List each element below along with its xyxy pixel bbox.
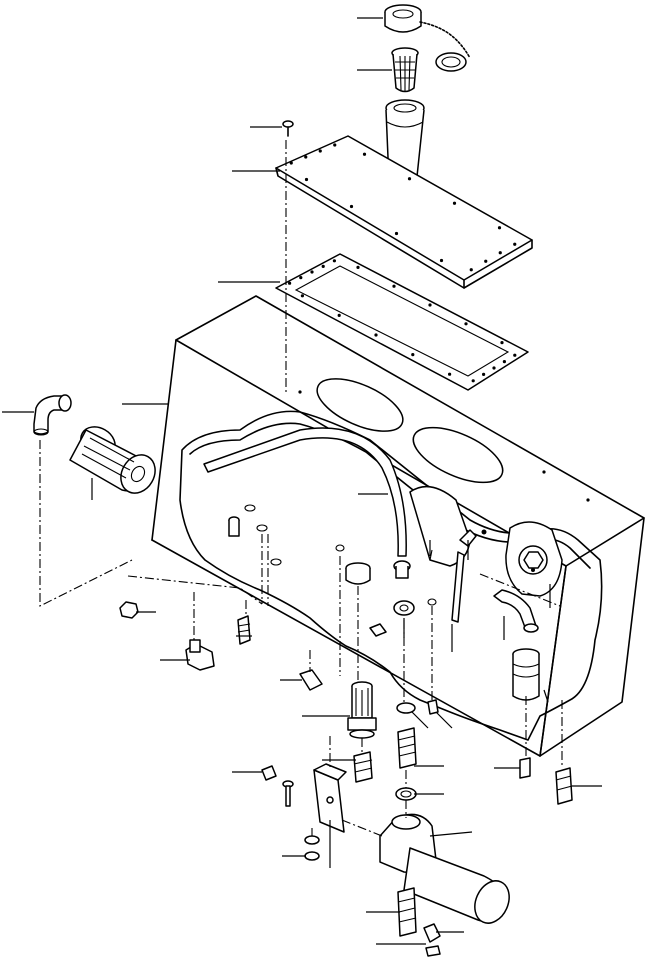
bottom-fitting — [397, 887, 441, 957]
seal-ring-a — [393, 600, 415, 616]
bolt-hole — [469, 268, 473, 272]
bolt-hole — [513, 353, 517, 357]
filler-cap — [384, 4, 471, 72]
bolt-hole — [356, 265, 360, 269]
fitting-right-b — [555, 767, 573, 805]
strainer — [391, 47, 419, 93]
return-filter-element — [69, 426, 156, 494]
bolt-hole — [321, 264, 325, 268]
cover-plate-holes — [289, 143, 517, 272]
bolt-hole — [310, 270, 314, 274]
bolt-hole — [492, 366, 496, 370]
bolt-hole — [452, 201, 457, 205]
bolt-hole — [484, 259, 488, 263]
adapter-left — [237, 615, 251, 645]
leader-lines — [2, 17, 602, 945]
cover-screw — [282, 120, 294, 137]
bolt-hole — [332, 259, 336, 263]
adapter-mid — [299, 669, 323, 691]
bolt-hole — [299, 276, 303, 280]
bolt-hole — [288, 281, 292, 285]
seal-ring-b — [396, 702, 416, 714]
bolt-hole — [337, 313, 341, 317]
bolt-hole — [448, 372, 452, 376]
bolt-hole — [349, 204, 354, 209]
sight-gauge — [505, 521, 563, 597]
bolt-hole — [304, 155, 308, 159]
bolt-hole — [471, 379, 475, 383]
bolt-left — [261, 765, 294, 807]
bolt-hole — [500, 341, 504, 345]
gasket — [275, 253, 529, 391]
bolt-hole — [407, 177, 412, 181]
bolt-hole — [498, 251, 502, 255]
bolt-hole — [464, 322, 468, 326]
bolt-hole — [333, 143, 337, 147]
bolt-hole — [289, 161, 293, 165]
valve-spring — [397, 727, 417, 769]
bolt-hole — [497, 226, 502, 230]
bolt-hole — [411, 353, 415, 357]
left-elbow-fitting — [33, 394, 72, 436]
internal-bits — [228, 504, 487, 637]
nipple-mid — [353, 751, 373, 783]
tee-fitting — [185, 639, 215, 671]
bolt-hole — [304, 177, 309, 182]
washers-left — [304, 835, 320, 861]
bolt-hole — [513, 242, 517, 246]
strainer-adaptor — [345, 562, 371, 585]
mounting-bracket — [313, 763, 347, 833]
nut-left — [119, 601, 139, 619]
bolt-hole — [362, 152, 367, 156]
plug-small — [427, 699, 439, 715]
top-openings — [298, 378, 590, 502]
internal-return-pipe — [203, 427, 411, 579]
cover-plate — [275, 135, 533, 289]
bolt-hole — [392, 284, 396, 288]
coupling — [512, 648, 540, 701]
bolt-hole — [502, 360, 506, 364]
breather-filter — [379, 813, 510, 924]
bolt-hole — [439, 258, 444, 263]
plug-right-a — [519, 757, 531, 779]
tank-elbow — [493, 589, 539, 633]
bolt-hole — [318, 149, 322, 153]
bolt-hole — [428, 303, 432, 307]
bolt-hole — [394, 231, 399, 236]
bolt-hole — [374, 333, 378, 337]
bolt-hole — [482, 372, 486, 376]
bolt-hole — [300, 294, 304, 298]
seal-ring-c — [395, 787, 417, 801]
suction-strainer-element — [347, 681, 377, 739]
gasket-holes — [288, 259, 517, 383]
